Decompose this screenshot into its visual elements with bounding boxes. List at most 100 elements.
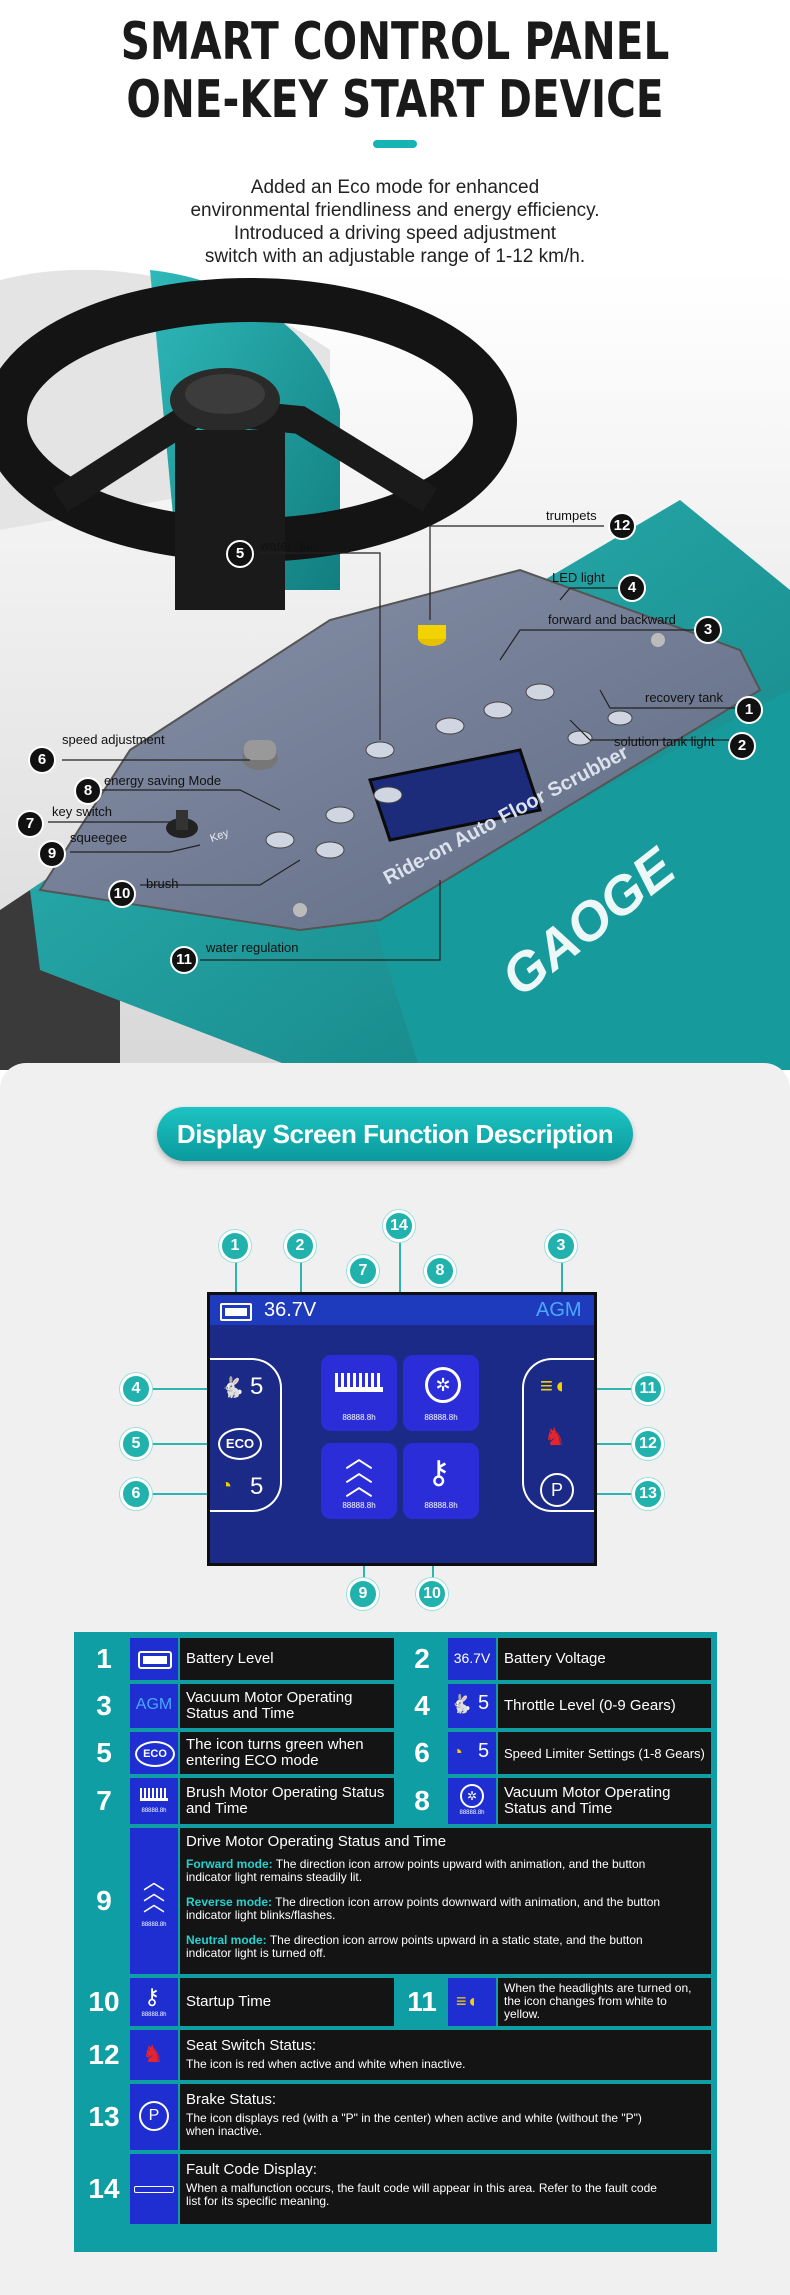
bubble-5: 5	[120, 1428, 152, 1460]
vacuum-hours-small: 88888.8h	[459, 1810, 485, 1816]
connector	[590, 1388, 636, 1390]
connector	[399, 1232, 401, 1294]
throttle-icon: 🐇	[220, 1377, 245, 1399]
row-text-11: When the headlights are turned on, the i…	[504, 1981, 692, 2021]
key-icon: ⚷	[427, 1454, 451, 1490]
row-number-13: 13	[80, 2084, 128, 2150]
connector	[561, 1262, 563, 1294]
row-12-text: The icon is red when active and white wh…	[186, 2057, 466, 2071]
forward-mode-label: Forward mode:	[186, 1857, 273, 1871]
connector	[150, 1388, 210, 1390]
brake-icon: P	[139, 2101, 169, 2131]
row-number-7: 7	[80, 1778, 128, 1824]
connector	[300, 1262, 302, 1294]
row-icon-13: P	[130, 2084, 178, 2150]
row-14-text: When a malfunction occurs, the fault cod…	[186, 2181, 657, 2208]
bubble-12: 12	[632, 1428, 664, 1460]
callout-label-forward-backward: forward and backward	[548, 612, 676, 627]
callout-label-water-regulation: water regulation	[206, 940, 299, 955]
row-number-1: 1	[80, 1638, 128, 1680]
callout-number-9: 9	[38, 840, 66, 868]
row-text-2: Battery Voltage	[504, 1650, 606, 1667]
row-description-13: Brake Status:The icon displays red (with…	[180, 2084, 711, 2150]
callout-label-solution-tank-light: solution tank light	[614, 734, 715, 749]
row-number-12: 12	[80, 2030, 128, 2080]
row-number-14: 14	[80, 2154, 128, 2224]
row-description-7: Brush Motor Operating Status and Time	[180, 1778, 394, 1824]
seat-icon: ♞	[142, 2041, 164, 2068]
row-number-2: 2	[398, 1638, 446, 1680]
brush-icon	[140, 1788, 168, 1801]
callout-label-speed-adjustment: speed adjustment	[62, 732, 165, 747]
bubble-11: 11	[632, 1373, 664, 1405]
speed-limit-icon: ◔	[452, 1742, 463, 1762]
row-description-12: Seat Switch Status: The icon is red when …	[180, 2030, 711, 2080]
row-text-4: Throttle Level (0-9 Gears)	[504, 1697, 676, 1714]
row-description-14: Fault Code Display:When a malfunction oc…	[180, 2154, 711, 2224]
row-12-title: Seat Switch Status:	[186, 2037, 317, 2054]
row-text-6: Speed Limiter Settings (1-8 Gears)	[504, 1746, 705, 1761]
row-number-8: 8	[398, 1778, 446, 1824]
brake-icon: P	[540, 1473, 574, 1507]
row-description-3: Vacuum Motor Operating Status and Time	[180, 1684, 394, 1728]
reverse-mode-label: Reverse mode:	[186, 1895, 273, 1909]
row-icon-8: ✲ 88888.8h	[448, 1778, 496, 1824]
row-text-10: Startup Time	[186, 1993, 272, 2010]
row-description-11: When the headlights are turned on, the i…	[498, 1978, 711, 2026]
callout-number-5: 5	[226, 540, 254, 568]
row-description-6: Speed Limiter Settings (1-8 Gears)	[498, 1732, 711, 1774]
drive-hours: 88888.8h	[342, 1501, 376, 1510]
row-number-5: 5	[80, 1732, 128, 1774]
vacuum-motor-tile: ✲ 88888.8h	[403, 1355, 479, 1431]
row-icon-14	[130, 2154, 178, 2224]
intro-line-3: Introduced a driving speed adjustment	[233, 223, 557, 244]
callout-label-key-switch: key switch	[52, 804, 112, 819]
bubble-9: 9	[347, 1578, 379, 1610]
row-number-3: 3	[80, 1684, 128, 1728]
bubble-2: 2	[284, 1230, 316, 1262]
row-icon-7: 88888.8h	[130, 1778, 178, 1824]
screen-topbar	[210, 1295, 594, 1325]
forward-mode-text: The direction icon arrow points upward w…	[186, 1857, 646, 1884]
row-13-title: Brake Status:	[186, 2091, 277, 2108]
row-number-10: 10	[80, 1978, 128, 2026]
row-description-1: Battery Level	[180, 1638, 394, 1680]
row-number-9: 9	[80, 1828, 128, 1974]
fault-code-icon	[134, 2186, 174, 2193]
callout-number-11: 11	[170, 946, 198, 974]
page-title-line-1: SMART CONTROL PANEL	[120, 12, 670, 72]
screen-battery-type: AGM	[536, 1299, 582, 1321]
connector	[235, 1262, 237, 1294]
row-description-4: Throttle Level (0-9 Gears)	[498, 1684, 711, 1728]
bubble-10: 10	[416, 1578, 448, 1610]
row-9-reverse: Reverse mode: The direction icon arrow p…	[186, 1896, 686, 1922]
callout-label-squeegee: squeegee	[70, 830, 128, 845]
row-9-forward: Forward mode: The direction icon arrow p…	[186, 1858, 686, 1884]
row-description-5: The icon turns green when entering ECO m…	[180, 1732, 394, 1774]
left-status-frame	[210, 1358, 282, 1512]
row-icon-10: ⚷88888.8h	[130, 1978, 178, 2026]
callout-number-10: 10	[108, 880, 136, 908]
bubble-8: 8	[424, 1255, 456, 1287]
callout-lines	[48, 525, 736, 961]
row-text-5: The icon turns green when entering ECO m…	[186, 1736, 364, 1769]
section-title: Display Screen Function Description	[157, 1107, 633, 1161]
screen-throttle: 5	[250, 1373, 264, 1400]
callout-label-water-gun: water gun	[260, 538, 318, 553]
brush-hours: 88888.8h	[342, 1413, 376, 1422]
row-icon-12: ♞	[130, 2030, 178, 2080]
callout-number-8: 8	[74, 777, 102, 805]
callout-number-7: 7	[16, 810, 44, 838]
fan-icon: ✲	[460, 1784, 484, 1808]
voltage-icon: 36.7V	[453, 1650, 491, 1666]
connector	[150, 1443, 210, 1445]
row-icon-5: ECO	[130, 1732, 178, 1774]
battery-icon	[220, 1303, 252, 1321]
connector	[590, 1443, 636, 1445]
eco-icon: ECO	[218, 1428, 262, 1460]
callout-number-12: 12	[608, 512, 636, 540]
row-number-4: 4	[398, 1684, 446, 1728]
bubble-4: 4	[120, 1373, 152, 1405]
drive-motor-tile: ︿︿︿ 88888.8h	[321, 1443, 397, 1519]
control-panel-photo: Ride-on Auto Floor Scrubber Key GAOGE tr…	[0, 270, 790, 1070]
